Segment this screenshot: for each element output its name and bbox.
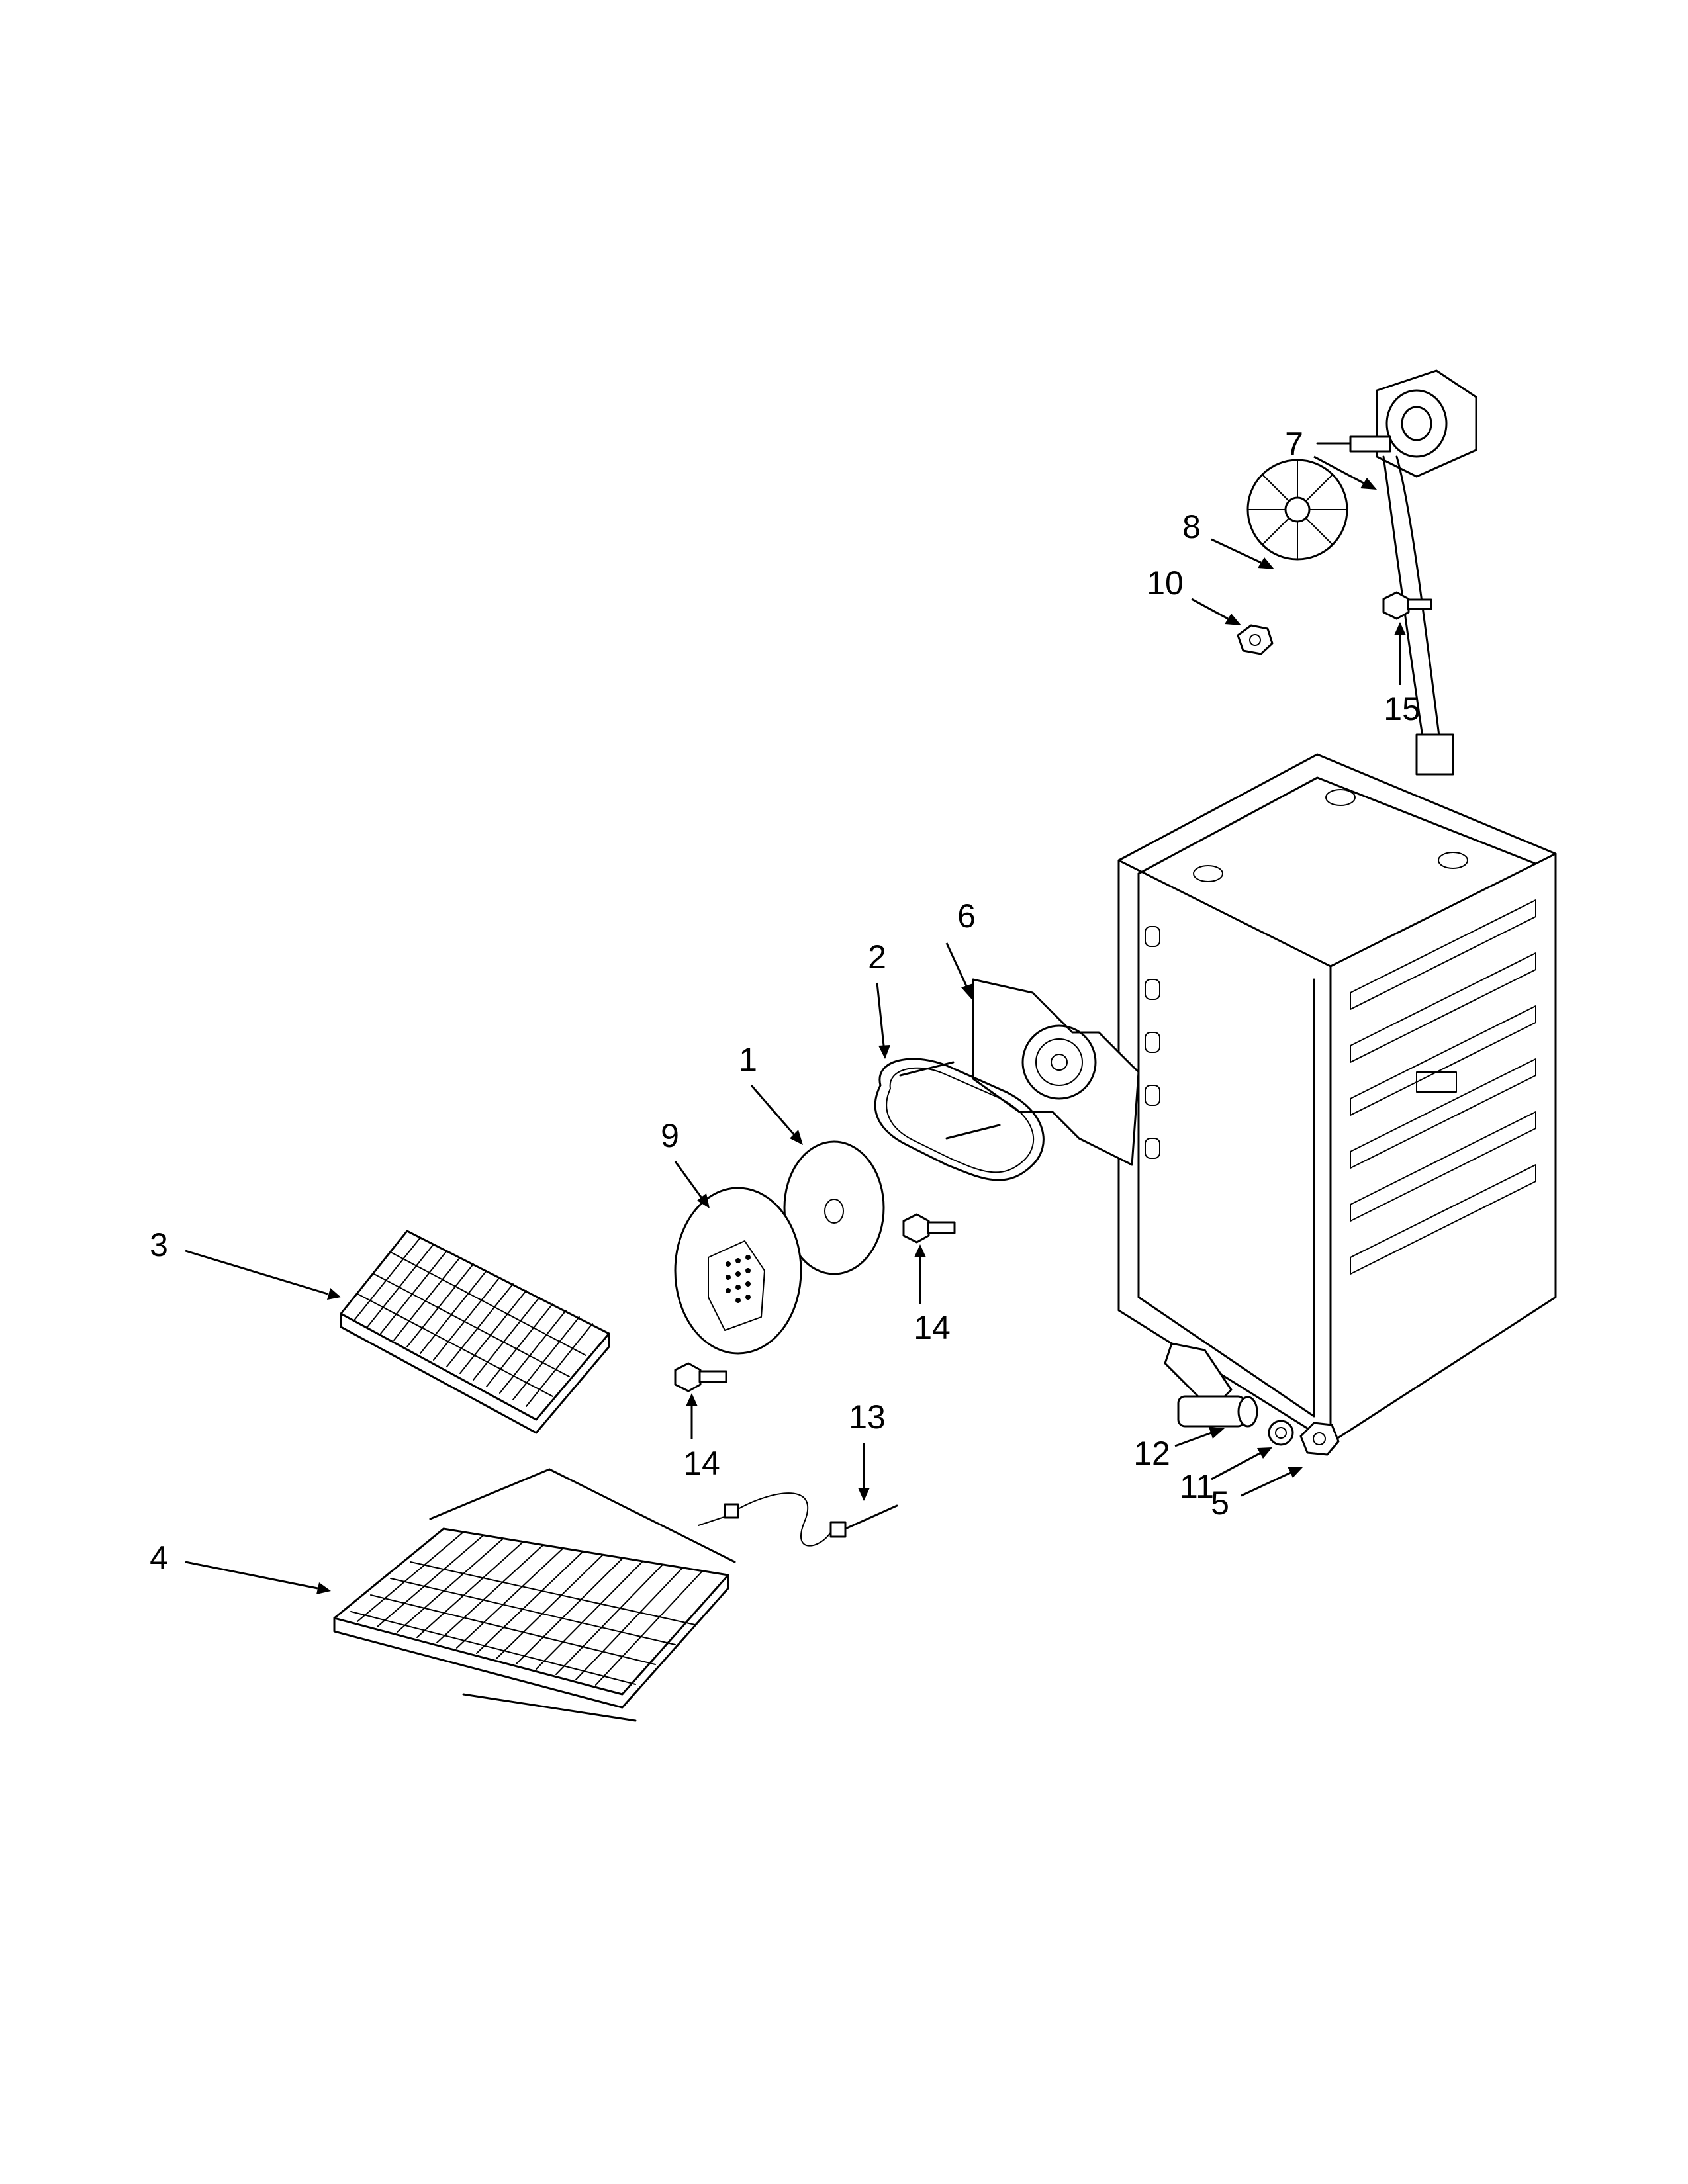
callout-11: 11 <box>1180 1468 1214 1505</box>
lock-washer <box>1268 1420 1294 1446</box>
convection-cover <box>674 1187 802 1355</box>
callout-9: 9 <box>661 1117 679 1154</box>
callout-14b: 14 <box>683 1445 720 1482</box>
callout-3: 3 <box>150 1226 168 1263</box>
callout-5: 5 <box>1211 1484 1229 1522</box>
probe-receptacle <box>1164 1342 1258 1428</box>
callout-13: 13 <box>849 1398 886 1435</box>
receptacle-nut <box>1299 1422 1340 1456</box>
motor-screw <box>1382 591 1432 620</box>
callout-4: 4 <box>150 1539 168 1576</box>
callout-8: 8 <box>1182 508 1201 545</box>
callout-12: 12 <box>1133 1435 1170 1472</box>
callout-10: 10 <box>1147 565 1184 602</box>
callout-1: 1 <box>739 1041 757 1078</box>
screw-cover <box>674 1362 727 1392</box>
screw-element <box>902 1213 956 1244</box>
callout-14a: 14 <box>914 1309 951 1346</box>
callout-7: 7 <box>1285 426 1303 463</box>
callouts: 7 8 10 15 6 2 1 9 3 14 13 14 12 11 5 4 <box>150 426 1421 1576</box>
callout-2: 2 <box>868 938 886 976</box>
leader-arrows <box>185 455 1406 1594</box>
fan-nut <box>1237 624 1274 655</box>
meat-probe <box>698 1492 898 1547</box>
extension-rack <box>333 1468 736 1722</box>
convection-fan-motor <box>1316 369 1477 776</box>
convection-element <box>874 1058 1045 1181</box>
oven-cavity <box>1117 753 1557 1444</box>
oven-rack <box>340 1230 610 1434</box>
fan-blade <box>1246 459 1348 561</box>
fan-cover-plate <box>783 1140 885 1275</box>
callout-6: 6 <box>957 897 976 934</box>
callout-15: 15 <box>1383 690 1421 727</box>
rack-guides <box>1145 899 1536 1275</box>
convection-baffle <box>972 978 1140 1166</box>
